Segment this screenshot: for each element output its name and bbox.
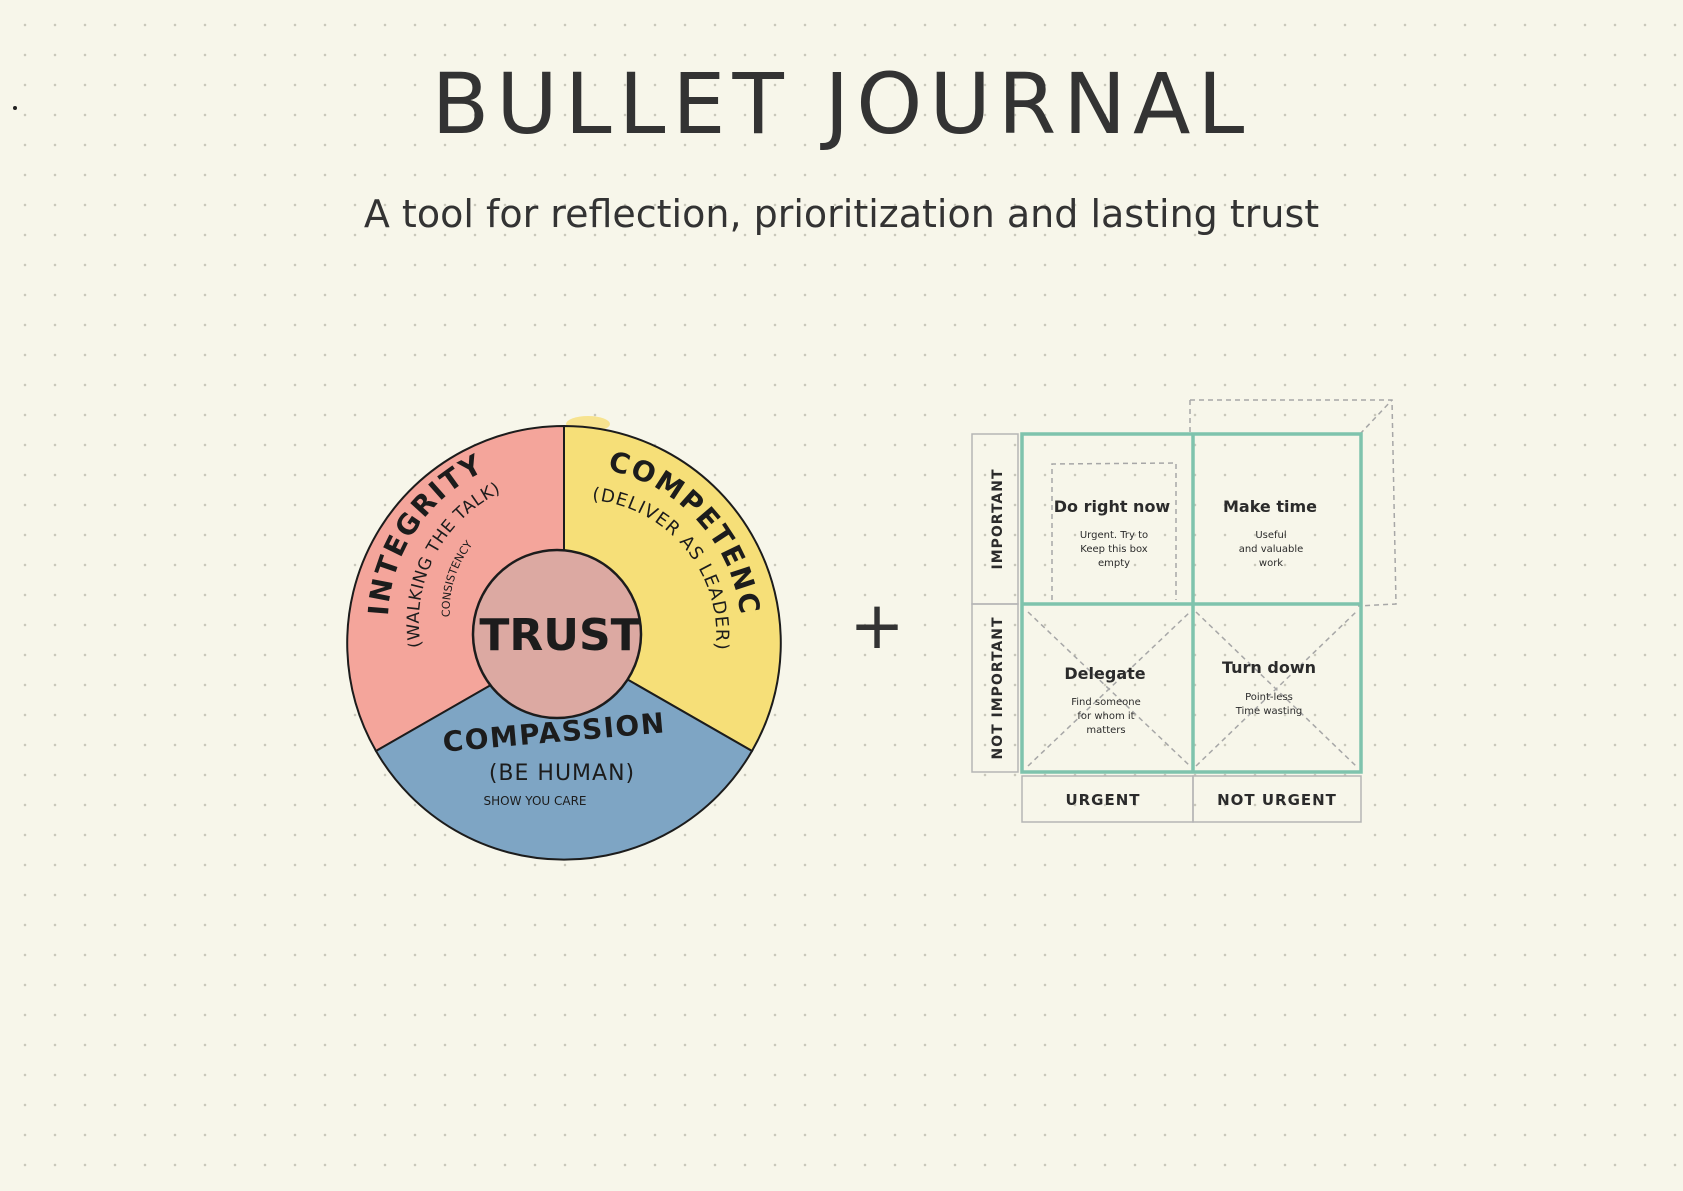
- cell-make-time-line: Useful: [1255, 530, 1286, 541]
- matrix-grid: [1020, 432, 1363, 774]
- dashed-sketch-box: [1051, 462, 1177, 600]
- cell-delegate-line: Find someone: [1071, 697, 1141, 708]
- cell-turn-down-line: Time wasting: [1235, 706, 1303, 717]
- plus-sign: +: [849, 587, 904, 664]
- delegate-cross-sketch: [1027, 611, 1191, 767]
- page-title: BULLET JOURNAL: [431, 55, 1252, 153]
- column-label-not-urgent: NOT URGENT: [1217, 791, 1337, 809]
- cell-do-right-now-line: Keep this box: [1080, 544, 1147, 555]
- cell-delegate-title: Delegate: [1064, 664, 1145, 683]
- cell-delegate-line: for whom it: [1077, 711, 1134, 722]
- eisenhower-matrix: IMPORTANT NOT IMPORTANT URGENT NOT URGEN…: [971, 399, 1397, 823]
- trust-label: TRUST: [479, 610, 640, 661]
- trust-center: [471, 548, 643, 720]
- segment-compassion: [374, 641, 754, 861]
- row-label-important: IMPORTANT: [990, 468, 1006, 569]
- column-label-box-not-urgent: [1192, 775, 1362, 823]
- cell-do-right-now-title: Do right now: [1054, 497, 1171, 516]
- cell-delegate-line: matters: [1086, 725, 1125, 736]
- turn-down-cross-sketch: [1195, 611, 1357, 767]
- compassion-subtitle: (BE HUMAN): [489, 761, 635, 786]
- compassion-note: SHOW YOU CARE: [484, 794, 587, 808]
- page-subtitle: A tool for reflection, prioritization an…: [363, 192, 1320, 236]
- cell-make-time-title: Make time: [1223, 497, 1317, 516]
- dashed-sketch-box: [1190, 399, 1397, 607]
- row-label-not-important: NOT IMPORTANT: [990, 616, 1006, 759]
- cell-make-time-line: and valuable: [1239, 544, 1304, 555]
- column-label-urgent: URGENT: [1065, 791, 1140, 809]
- dashed-sketch-line: [1359, 399, 1393, 435]
- cell-turn-down-line: Point-less: [1245, 692, 1293, 703]
- cell-do-right-now-line: Urgent. Try to: [1080, 530, 1148, 541]
- cell-turn-down-title: Turn down: [1222, 658, 1316, 677]
- stray-dot: [13, 106, 17, 110]
- cell-make-time-line: work: [1259, 558, 1283, 569]
- cell-do-right-now-line: empty: [1098, 558, 1130, 569]
- row-label-box-not-important: [971, 603, 1019, 773]
- trust-wheel: TRUST INTEGRITY (WALKING THE TALK) CONSI…: [0, 0, 782, 861]
